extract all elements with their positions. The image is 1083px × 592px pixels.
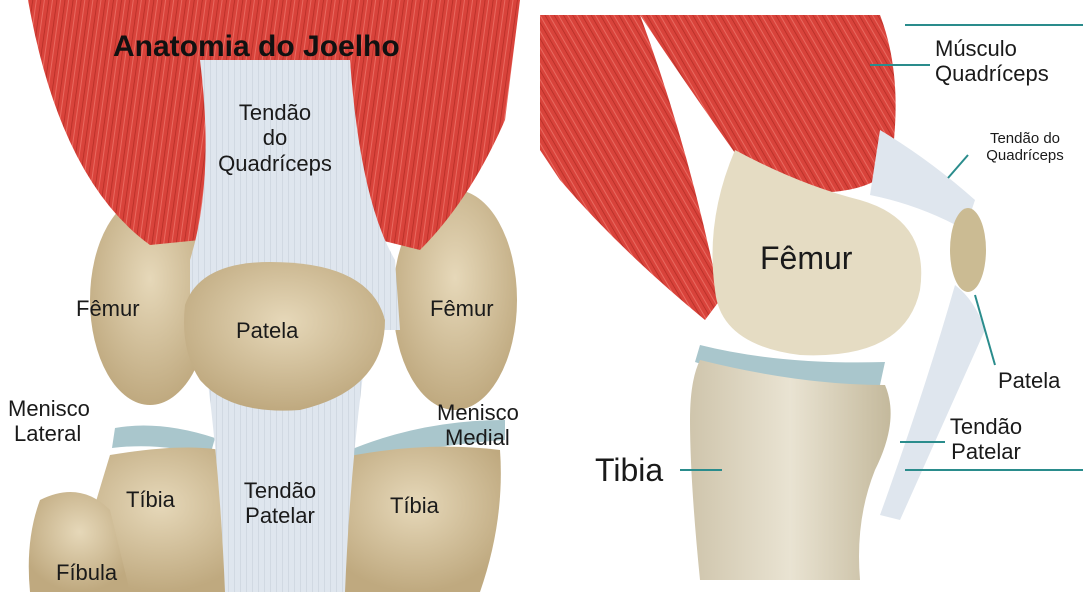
side-label-musculo-quadriceps-line1: Músculo xyxy=(935,36,1049,61)
front-label-menisco-medial-line2: Medial xyxy=(437,425,519,450)
side-patella-bone xyxy=(950,208,986,292)
side-label-tibia: Tibia xyxy=(595,452,663,489)
front-label-tendao-quadriceps: Tendão do Quadríceps xyxy=(205,100,345,176)
side-label-tendao-patelar: Tendão Patelar xyxy=(946,414,1026,465)
front-label-menisco-lateral-line1: Menisco xyxy=(8,396,90,421)
front-label-tendao-patelar-line2: Patelar xyxy=(225,503,335,528)
side-label-musculo-quadriceps-line2: Quadríceps xyxy=(935,61,1049,86)
side-label-patela: Patela xyxy=(998,368,1060,393)
front-label-tendao-patelar: Tendão Patelar xyxy=(225,478,335,529)
side-label-tendao-quadriceps: Tendão do Quadríceps xyxy=(970,130,1080,165)
side-label-tendao-quadriceps-line1: Tendão do xyxy=(970,130,1080,147)
leader-tendao-quadriceps xyxy=(948,155,968,178)
front-label-menisco-medial-line1: Menisco xyxy=(437,400,519,425)
front-label-femur-right: Fêmur xyxy=(430,296,494,321)
side-label-tendao-patelar-line1: Tendão xyxy=(946,414,1026,439)
front-label-fibula: Fíbula xyxy=(56,560,117,585)
side-label-femur: Fêmur xyxy=(760,240,852,277)
front-label-tendao-quadriceps-line3: Quadríceps xyxy=(205,151,345,176)
side-label-tendao-patelar-line2: Patelar xyxy=(946,439,1026,464)
front-label-tibia-right: Tíbia xyxy=(390,493,439,518)
side-view xyxy=(540,15,986,580)
front-label-tendao-patelar-line1: Tendão xyxy=(225,478,335,503)
front-label-tendao-quadriceps-line2: do xyxy=(205,125,345,150)
front-label-menisco-medial: Menisco Medial xyxy=(437,400,519,451)
front-label-tibia-left: Tíbia xyxy=(126,487,175,512)
side-label-tendao-quadriceps-line2: Quadríceps xyxy=(970,147,1080,164)
front-label-menisco-lateral-line2: Lateral xyxy=(8,421,90,446)
side-label-musculo-quadriceps: Músculo Quadríceps xyxy=(935,36,1049,87)
front-tibia-right-bone xyxy=(330,447,501,592)
front-label-femur-left: Fêmur xyxy=(76,296,140,321)
front-label-tendao-quadriceps-line1: Tendão xyxy=(205,100,345,125)
figure-title: Anatomia do Joelho xyxy=(113,30,400,64)
front-label-patela: Patela xyxy=(236,318,298,343)
front-label-menisco-lateral: Menisco Lateral xyxy=(8,396,90,447)
